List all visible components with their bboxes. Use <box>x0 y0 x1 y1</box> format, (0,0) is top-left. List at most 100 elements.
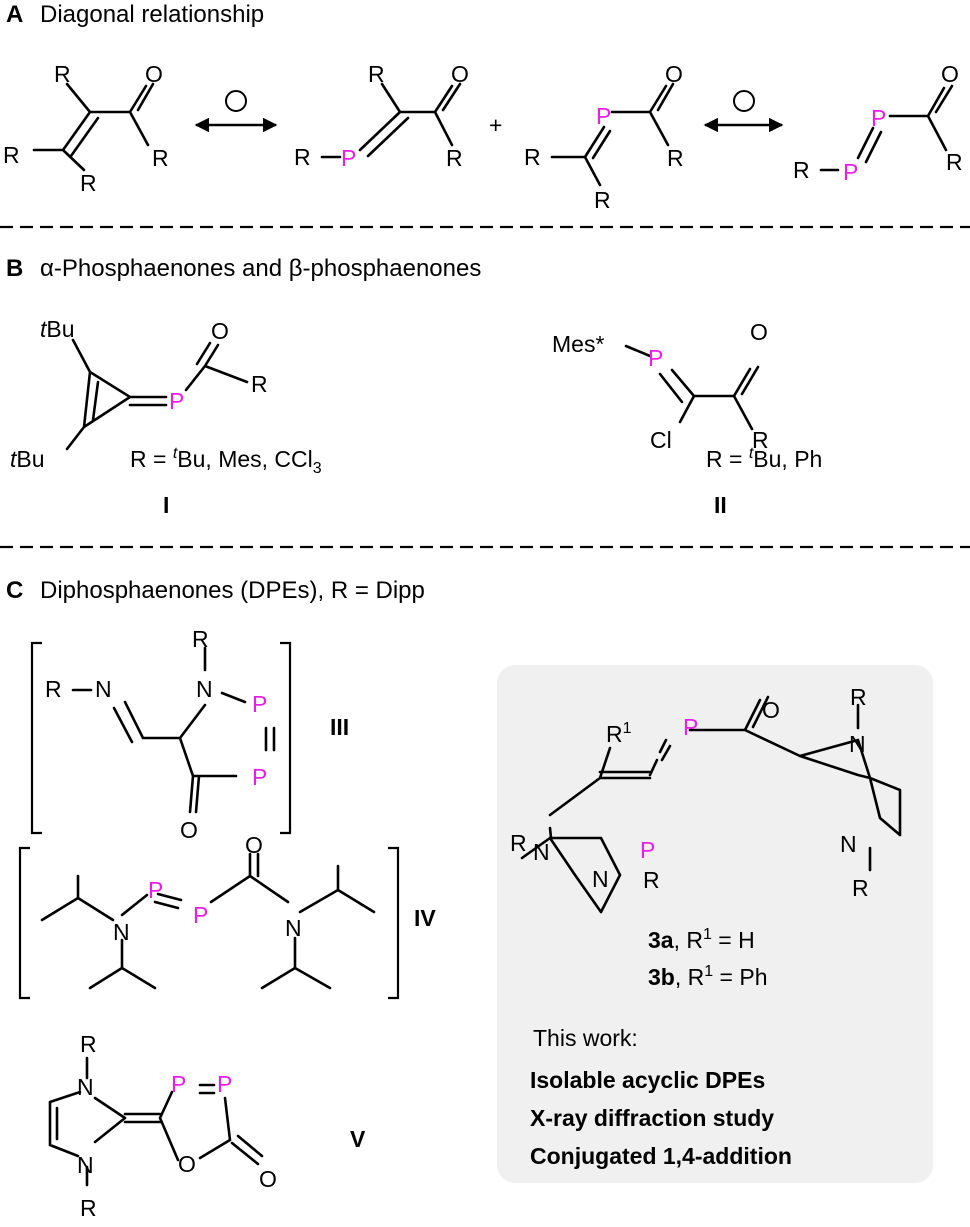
resonance-arrow-1 <box>194 90 278 133</box>
svg-text:P: P <box>171 1071 186 1097</box>
svg-text:P: P <box>193 902 208 928</box>
svg-text:R: R <box>45 676 62 702</box>
svg-text:O: O <box>145 61 163 87</box>
svg-text:R: R <box>752 427 769 453</box>
svg-text:R: R <box>294 144 311 170</box>
svg-text:O: O <box>750 319 768 345</box>
svg-text:R: R <box>667 145 684 171</box>
svg-text:R: R <box>643 867 660 893</box>
svg-text:R: R <box>368 61 385 87</box>
svg-text:N: N <box>840 831 857 857</box>
svg-text:tBu: tBu <box>10 446 45 472</box>
svg-text:R: R <box>251 371 268 397</box>
compound-i-r-definition: R = tBu, Mes, CCl3 <box>130 445 322 477</box>
svg-text:O: O <box>665 61 683 87</box>
this-work-point-1: Isolable acyclic DPEs <box>530 1067 765 1093</box>
svg-text:N: N <box>285 915 302 941</box>
compound-i-label: I <box>163 492 169 518</box>
svg-text:P: P <box>148 877 163 903</box>
svg-text:P: P <box>252 764 267 790</box>
svg-text:P: P <box>640 837 655 863</box>
svg-text:R: R <box>594 187 611 213</box>
resonance-arrow-2 <box>703 90 784 133</box>
svg-text:P: P <box>683 714 698 740</box>
section-c-letter: C <box>6 577 23 604</box>
svg-text:O: O <box>451 61 469 87</box>
svg-text:O: O <box>211 318 229 344</box>
compound-iii-structure: R N R N P P O III <box>30 626 349 843</box>
svg-text:P: P <box>596 103 611 129</box>
compound-iv-label: IV <box>414 905 436 931</box>
svg-text:R1: R1 <box>606 720 632 747</box>
svg-text:R: R <box>946 149 963 175</box>
svg-text:R: R <box>3 142 20 168</box>
section-c-title: Diphosphaenones (DPEs), R = Dipp <box>40 577 425 604</box>
svg-text:P: P <box>843 159 858 185</box>
section-a-title: Diagonal relationship <box>40 1 264 28</box>
compound-iii-label: III <box>330 714 349 740</box>
svg-text:O: O <box>178 1151 196 1177</box>
svg-text:O: O <box>941 61 959 87</box>
svg-text:P: P <box>169 388 184 414</box>
this-work-background <box>497 665 933 1183</box>
svg-text:P: P <box>252 691 267 717</box>
plus-sign: + <box>489 112 502 138</box>
svg-text:R: R <box>852 875 869 901</box>
svg-text:R: R <box>524 144 541 170</box>
svg-text:N: N <box>113 919 130 945</box>
diphosphaenone-structure: R P P O R <box>793 61 963 185</box>
svg-text:O: O <box>180 817 198 843</box>
this-work-point-2: X-ray diffraction study <box>530 1105 774 1131</box>
section-c: C Diphosphaenones (DPEs), R = Dipp R N R… <box>6 577 933 1221</box>
compound-iv-structure: N P P O N IV <box>18 832 436 1000</box>
svg-text:O: O <box>762 697 780 723</box>
svg-text:Mes*: Mes* <box>552 331 604 357</box>
svg-text:R: R <box>510 830 527 856</box>
svg-text:P: P <box>648 345 663 371</box>
svg-text:tBu: tBu <box>40 316 75 342</box>
beta-phosphaenone-structure: R P R O R <box>524 61 684 213</box>
compound-v-structure: R N N R P P O O V <box>48 1031 366 1221</box>
svg-text:Cl: Cl <box>650 427 672 453</box>
svg-text:R: R <box>54 61 71 87</box>
compound-i-structure: tBu tBu P O R R = tBu, Mes, CCl3 I <box>10 316 322 518</box>
svg-text:R: R <box>850 684 867 710</box>
svg-text:P: P <box>217 1071 232 1097</box>
svg-text:R: R <box>80 1195 97 1221</box>
svg-text:N: N <box>533 839 550 865</box>
compound-ii-label: II <box>714 492 727 518</box>
section-b: B α-Phosphaenones and β-phosphaenones tB… <box>6 255 822 518</box>
svg-text:O: O <box>245 832 263 858</box>
svg-text:N: N <box>77 1074 94 1100</box>
svg-text:N: N <box>95 676 112 702</box>
section-b-letter: B <box>6 255 23 282</box>
compound-3a-label: 3a, R1 = H <box>648 926 755 953</box>
svg-text:R: R <box>793 157 810 183</box>
svg-text:N: N <box>849 731 866 757</box>
svg-text:R: R <box>192 626 209 652</box>
alpha-phosphaenone-structure: R R P O R <box>294 61 469 171</box>
svg-text:N: N <box>77 1152 94 1178</box>
svg-text:R: R <box>152 145 169 171</box>
enone-structure: R R R O R <box>3 61 169 196</box>
compound-3-structure: N R N R R1 P P O R N N R <box>510 684 902 914</box>
svg-text:N: N <box>196 676 213 702</box>
svg-text:R: R <box>80 1031 97 1057</box>
section-b-title: α-Phosphaenones and β-phosphaenones <box>40 255 481 282</box>
svg-text:O: O <box>259 1166 277 1192</box>
this-work-panel: N R N R R1 P P O R N N R 3a, R1 = H 3b, … <box>497 665 933 1183</box>
section-a: A Diagonal relationship R R R O R R R P … <box>3 1 963 213</box>
compound-3b-label: 3b, R1 = Ph <box>648 963 768 990</box>
compound-v-label: V <box>350 1126 366 1152</box>
this-work-intro: This work: <box>533 1025 638 1051</box>
compound-ii-r-definition: R = tBu, Ph <box>706 445 822 472</box>
svg-text:P: P <box>871 105 886 131</box>
compound-ii-structure: Mes* P O Cl R R = tBu, Ph II <box>552 319 822 518</box>
section-a-letter: A <box>6 1 23 28</box>
svg-text:P: P <box>341 145 356 171</box>
this-work-point-3: Conjugated 1,4-addition <box>530 1143 792 1169</box>
svg-text:R: R <box>80 170 97 196</box>
svg-text:R: R <box>446 145 463 171</box>
svg-text:N: N <box>592 866 609 892</box>
